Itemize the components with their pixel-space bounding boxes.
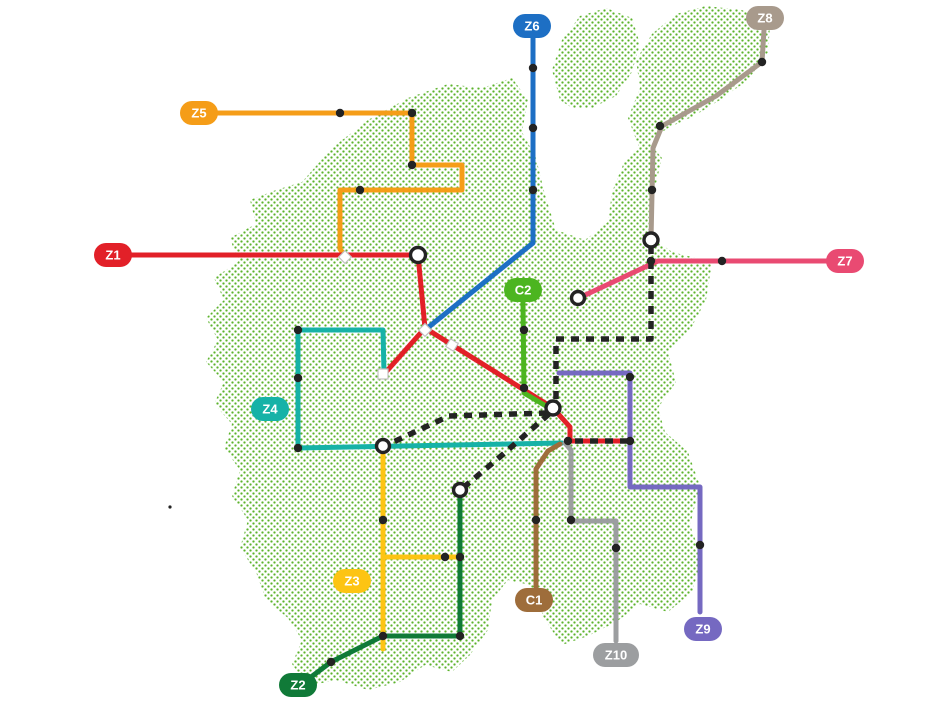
route-z7-line <box>578 258 848 300</box>
badge-z7: Z7 <box>826 249 864 273</box>
badge-z2: Z2 <box>279 673 317 697</box>
badge-c1-pill <box>515 588 553 612</box>
badge-z7-label: Z7 <box>837 254 852 269</box>
route-z5-line <box>196 110 465 259</box>
route-z6-line <box>422 35 536 333</box>
badge-z10-pill <box>593 643 639 667</box>
landmass-peninsula <box>628 6 770 150</box>
badge-z8-pill <box>746 6 784 30</box>
badge-z3-label: Z3 <box>344 574 359 589</box>
dashed-connectors <box>387 246 654 490</box>
landmass-north-patch <box>552 8 640 108</box>
interchange-station <box>642 231 660 249</box>
station-dot <box>519 325 529 335</box>
station-dot <box>528 63 538 73</box>
station-dot <box>293 325 303 335</box>
interchange-station <box>544 399 562 417</box>
connector-north <box>553 246 654 405</box>
interchange-station <box>569 289 587 307</box>
route-z1-branch <box>383 325 428 375</box>
station-dot <box>355 185 365 195</box>
station-dot <box>528 185 538 195</box>
station-dot <box>717 256 727 266</box>
map-speck <box>168 505 172 509</box>
connector-southwest <box>462 411 551 490</box>
interchange-station <box>374 437 392 455</box>
station-dot <box>625 372 635 382</box>
badge-z2-label: Z2 <box>290 678 305 693</box>
station-dot <box>335 108 345 118</box>
route-c1-line <box>533 441 563 590</box>
badge-z4-pill <box>251 397 289 421</box>
badge-z4-label: Z4 <box>262 402 278 417</box>
badge-c1: C1 <box>515 588 553 612</box>
badge-z6-pill <box>513 14 551 38</box>
station-dot <box>407 108 417 118</box>
route-z1-line <box>110 252 556 411</box>
station-dot <box>378 631 388 641</box>
badge-z3: Z3 <box>333 569 371 593</box>
station-dot <box>455 552 465 562</box>
badge-z8-label: Z8 <box>757 11 772 26</box>
station-dot <box>655 121 665 131</box>
badge-z5-pill <box>180 101 218 125</box>
badge-z1-pill <box>94 243 132 267</box>
transfer-diamond <box>444 337 460 353</box>
badge-c1-label: C1 <box>526 593 543 608</box>
station-dot <box>293 373 303 383</box>
badge-c2: C2 <box>504 278 542 302</box>
transfer-diamond <box>337 249 353 265</box>
badge-z4: Z4 <box>251 397 289 421</box>
connector-west <box>387 410 548 447</box>
badge-z9: Z9 <box>684 617 722 641</box>
badge-z3-pill <box>333 569 371 593</box>
station-dot <box>293 443 303 453</box>
landmass-main <box>206 78 712 690</box>
station-dot <box>647 185 657 195</box>
badge-z1-label: Z1 <box>105 248 120 263</box>
station-dot <box>611 543 621 553</box>
station-dot <box>407 160 417 170</box>
interchange-group <box>374 231 660 499</box>
transfer-diamond <box>417 322 433 338</box>
badges-group: Z6 Z8 Z5 Z1 Z7 C2 Z4 Z3 <box>94 6 864 697</box>
landmass-group <box>206 6 770 690</box>
badge-z8: Z8 <box>746 6 784 30</box>
badge-z6-label: Z6 <box>524 19 539 34</box>
interchange-station <box>408 245 428 265</box>
station-dot <box>326 657 336 667</box>
station-dot <box>563 436 573 446</box>
badge-c2-label: C2 <box>515 283 532 298</box>
badge-z9-label: Z9 <box>695 622 710 637</box>
badge-c2-pill <box>504 278 542 302</box>
station-dot <box>378 515 388 525</box>
badge-z5: Z5 <box>180 101 218 125</box>
badge-z10: Z10 <box>593 643 639 667</box>
stations-group <box>168 57 767 667</box>
station-dot <box>528 123 538 133</box>
transfer-square <box>377 368 389 380</box>
station-dot <box>646 256 656 266</box>
station-dot <box>695 540 705 550</box>
station-dot <box>455 631 465 641</box>
transfer-markers <box>337 249 460 380</box>
station-dot <box>625 436 635 446</box>
station-dot <box>440 552 450 562</box>
station-dot <box>531 515 541 525</box>
badge-z2-pill <box>279 673 317 697</box>
station-dot <box>757 57 767 67</box>
badge-z6: Z6 <box>513 14 551 38</box>
station-dot <box>566 515 576 525</box>
route-z8-line <box>648 27 767 243</box>
badge-z7-pill <box>826 249 864 273</box>
route-z9-line <box>556 370 703 615</box>
badge-z1: Z1 <box>94 243 132 267</box>
badge-z5-label: Z5 <box>191 106 206 121</box>
interchange-station <box>451 481 469 499</box>
station-dot <box>519 383 529 393</box>
badge-z10-label: Z10 <box>605 648 627 663</box>
badge-z9-pill <box>684 617 722 641</box>
